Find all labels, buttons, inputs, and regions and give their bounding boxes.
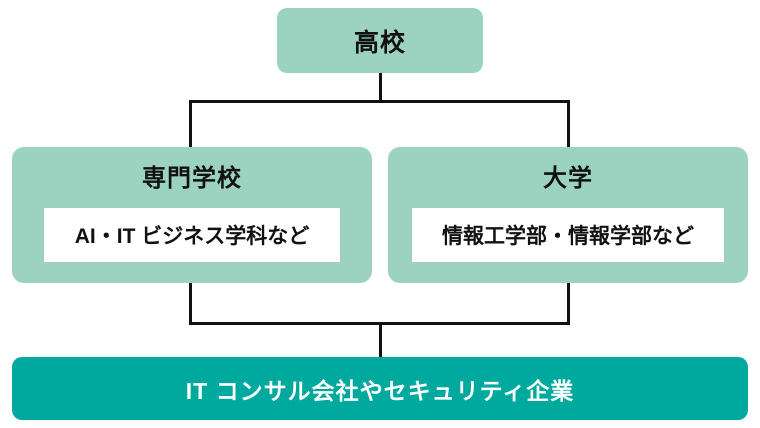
university-title: 大学 xyxy=(543,164,593,192)
vocational-school-detail: AI・IT ビジネス学科など xyxy=(44,208,340,262)
connector-highschool-down xyxy=(379,73,382,103)
connector-upper-horizontal xyxy=(189,100,570,103)
university-detail: 情報工学部・情報学部など xyxy=(412,208,724,262)
connector-from-vocational xyxy=(189,282,192,325)
university-box: 大学 情報工学部・情報学部など xyxy=(388,147,748,283)
connector-to-company xyxy=(379,322,382,358)
connector-to-vocational xyxy=(189,100,192,148)
company-box: IT コンサル会社やセキュリティ企業 xyxy=(12,357,748,420)
connector-from-university xyxy=(567,282,570,325)
highschool-box: 高校 xyxy=(277,8,483,73)
connector-to-university xyxy=(567,100,570,148)
vocational-school-box: 専門学校 AI・IT ビジネス学科など xyxy=(12,147,372,283)
vocational-school-title: 専門学校 xyxy=(142,164,242,192)
